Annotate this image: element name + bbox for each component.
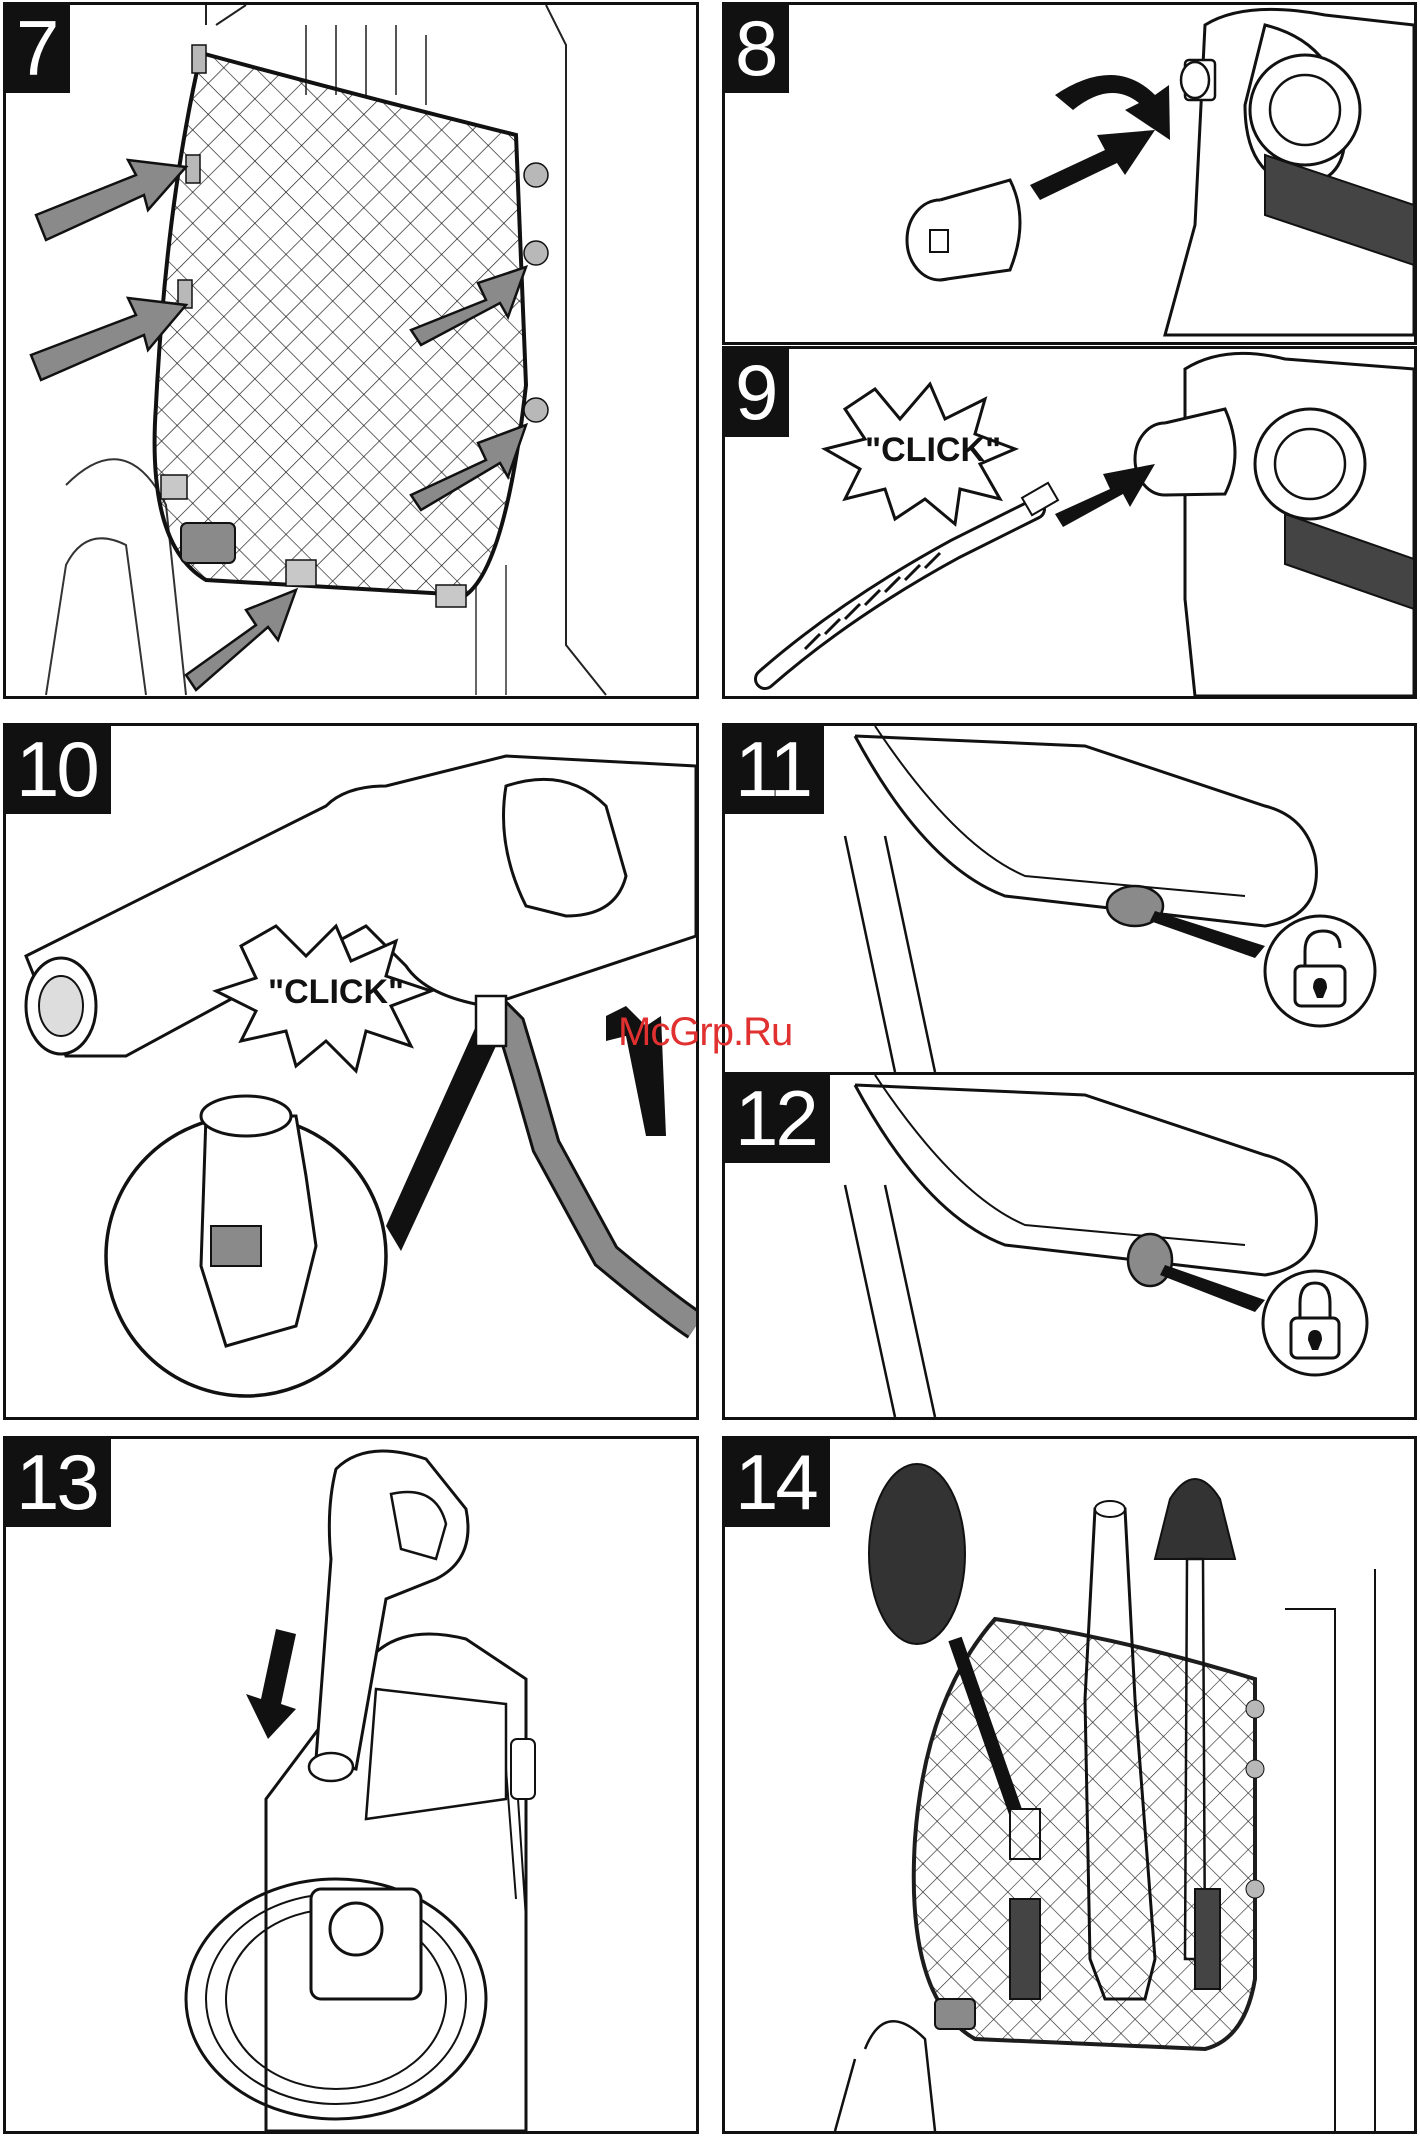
brush [869, 1464, 965, 1644]
connector-illustration [725, 5, 1414, 342]
turbo-nozzle [1155, 1479, 1235, 1559]
step-number: 8 [725, 5, 789, 93]
step-number: 14 [725, 1439, 830, 1527]
panel-11: 11 [722, 723, 1417, 1072]
watermark: McGrp.Ru [618, 1010, 792, 1055]
panel-8: 8 [722, 2, 1417, 345]
panel-10: 10 "CLICK" [3, 723, 699, 1420]
step-number: 11 [725, 726, 824, 814]
step-number: 9 [725, 349, 789, 437]
storage-net-illustration [6, 5, 696, 696]
accessory-storage-illustration [725, 1439, 1414, 2131]
net [155, 53, 526, 595]
lock-switch [1128, 1234, 1172, 1286]
step-number: 10 [6, 726, 111, 814]
panel-13: 13 [3, 1436, 699, 2134]
clip [186, 155, 200, 183]
panel-7: 7 [3, 2, 699, 699]
panel-14: 14 [722, 1436, 1417, 2134]
step-number: 13 [6, 1439, 111, 1527]
unlock-illustration [725, 726, 1414, 1072]
clip [192, 45, 206, 73]
click-label: "CLICK" [865, 431, 1001, 469]
push-arrow [1055, 464, 1155, 527]
gun-hose-illustration: "CLICK" [6, 726, 696, 1417]
step-number: 12 [725, 1075, 830, 1163]
panel-12: 12 [722, 1072, 1417, 1420]
hose-connect-illustration: "CLICK" [725, 349, 1414, 696]
gun-storage-illustration [6, 1439, 696, 2131]
step-number: 7 [6, 5, 70, 93]
panel-9: 9 "CLICK" [722, 346, 1417, 699]
push-arrow [1030, 130, 1155, 200]
down-arrow [246, 1629, 296, 1739]
click-label: "CLICK" [268, 973, 404, 1011]
